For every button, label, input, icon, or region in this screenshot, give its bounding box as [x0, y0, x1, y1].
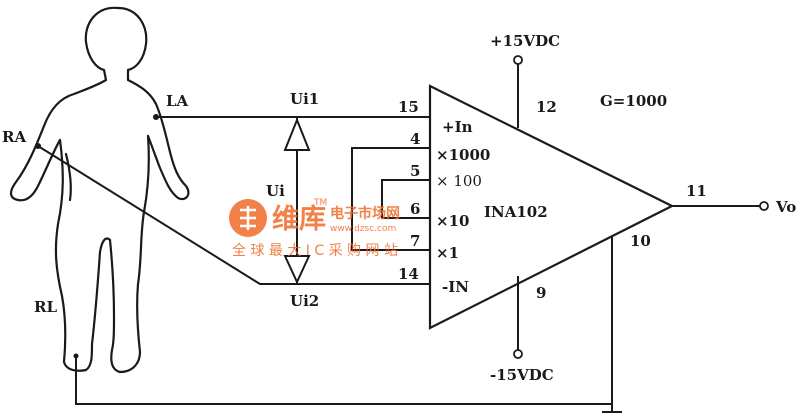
pin-5: 5 — [410, 162, 420, 180]
watermark-logo-glyph-icon — [240, 206, 256, 230]
la-label: LA — [166, 92, 189, 110]
pin-4: 4 — [410, 130, 420, 148]
pin-11: 11 — [686, 182, 707, 200]
ui2-label: Ui2 — [290, 292, 319, 310]
gain-x100-label: × 100 — [436, 172, 482, 190]
chip-name: INA102 — [484, 203, 548, 221]
watermark: 维库 电子市场网 www.dzsc.com TM 全 球 最 大 I C 采 购… — [229, 198, 400, 259]
ui1-arrow-icon — [283, 117, 311, 151]
inner-legs — [90, 237, 116, 352]
ui1-label: Ui1 — [290, 90, 319, 108]
vo-label: Vo — [775, 198, 796, 216]
vneg-label: -15VDC — [490, 366, 554, 384]
ra-label: RA — [2, 128, 26, 146]
head-outline — [9, 6, 120, 202]
watermark-tm: TM — [313, 198, 327, 208]
ui2-arrow-icon — [283, 255, 311, 285]
vo-terminal — [759, 201, 769, 211]
input-negative-label: -IN — [442, 278, 469, 296]
gain-loop-4-7 — [351, 147, 430, 251]
wiring — [37, 62, 760, 413]
gain-loop-5-6 — [381, 179, 430, 219]
pin-10: 10 — [630, 232, 651, 250]
head-right — [116, 6, 190, 201]
watermark-url: www.dzsc.com — [330, 224, 396, 234]
gain-x10-label: ×10 — [436, 212, 469, 230]
vpos-label: +15VDC — [490, 32, 560, 50]
ina102-amplifier-triangle — [428, 84, 675, 330]
watermark-slogan: 全 球 最 大 I C 采 购 网 站 — [232, 242, 398, 259]
torso-left — [54, 138, 94, 372]
pin-9: 9 — [536, 284, 546, 302]
watermark-title: 电子市场网 — [330, 205, 400, 222]
vneg-terminal — [513, 349, 523, 359]
input-positive-label: +In — [442, 118, 473, 136]
vpos-terminal — [513, 55, 523, 65]
gain-label: G=1000 — [600, 92, 667, 110]
gain-x1000-label: ×1000 — [436, 146, 490, 164]
human-figure — [9, 6, 190, 374]
ui-label: Ui — [266, 182, 285, 200]
pin-6: 6 — [410, 200, 420, 218]
gain-x1-label: ×1 — [436, 244, 459, 262]
rl-label: RL — [34, 298, 57, 316]
pin-12: 12 — [536, 98, 557, 116]
watermark-brand: 维库 — [272, 204, 326, 235]
torso-right — [110, 134, 150, 374]
pin-14: 14 — [398, 265, 419, 283]
ra-wire — [37, 145, 430, 285]
pin-15: 15 — [398, 98, 419, 116]
rl-wire — [75, 356, 612, 405]
left-inner-arm — [64, 152, 72, 202]
pin-7: 7 — [410, 232, 420, 250]
